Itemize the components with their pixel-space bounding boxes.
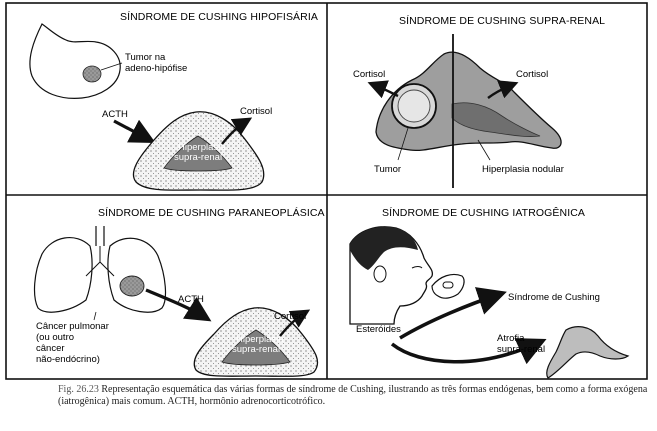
hair <box>350 226 418 270</box>
sindrome-label: Síndrome de Cushing <box>508 292 600 303</box>
gland-label-line1: Hiperplasia <box>178 142 226 153</box>
cancer-label-line3: câncer <box>36 343 65 354</box>
cortisol-label-2: Cortisol <box>274 311 306 322</box>
hiperplasia-label: Hiperplasia nodular <box>482 164 564 175</box>
caption-text: Representação esquemática das várias for… <box>58 384 648 407</box>
panel-title-iatrogenica: SÍNDROME DE CUSHING IATROGÊNICA <box>382 206 585 219</box>
trachea <box>95 226 105 246</box>
right-lung <box>107 237 167 313</box>
atrofia-label-line1: Atrofia <box>497 333 525 344</box>
caption-figure-number: Fig. 26.23 <box>58 384 99 395</box>
panel-hipofisaria: SÍNDROME DE CUSHING HIPOFISÁRIA Tumor na… <box>29 10 318 191</box>
cortisol-right-label: Cortisol <box>516 69 548 80</box>
atrophied-adrenal <box>546 326 630 379</box>
cortisol-label: Cortisol <box>240 106 272 117</box>
cancer-label-line2: (ou outro <box>36 332 74 343</box>
gland-label-2-line2: supra-renal <box>232 344 280 355</box>
pill <box>442 281 454 289</box>
lung-cancer <box>119 275 145 297</box>
panel-title-hipofisaria: SÍNDROME DE CUSHING HIPOFISÁRIA <box>120 10 318 23</box>
adrenal-cortex-inner <box>451 102 541 137</box>
panel-suprarenal: SÍNDROME DE CUSHING SUPRA-RENAL Cortisol… <box>353 14 605 188</box>
adrenal-medulla <box>163 135 233 172</box>
cortisol-arrow-left <box>367 80 399 99</box>
pituitary-tumor <box>82 65 102 83</box>
panel-paraneoplasica: SÍNDROME DE CUSHING PARANEOPLÁSICA Cânce… <box>33 206 325 377</box>
tumor-label-line2: adeno-hipófise <box>125 63 187 74</box>
acth-label-paraneoplasica: ACTH <box>178 294 204 305</box>
arrow-to-atrofia <box>390 338 547 365</box>
pituitary-gland <box>29 23 121 99</box>
acth-arrow <box>113 119 156 143</box>
acth-label: ACTH <box>102 109 128 120</box>
panel-iatrogenica: SÍNDROME DE CUSHING IATROGÊNICA Esteróid… <box>349 206 630 379</box>
tumor-label-line1: Tumor na <box>125 52 166 63</box>
cancer-label-line4: não-endócrino) <box>36 354 100 365</box>
tumor-label: Tumor <box>374 164 401 175</box>
adrenal-medulla-2 <box>221 329 291 366</box>
cancer-label-line1: Câncer pulmonar <box>36 321 109 332</box>
figure-caption: Fig. 26.23 Representação esquemática das… <box>58 384 650 408</box>
arrow-to-sindrome <box>399 287 507 340</box>
cortisol-left-label: Cortisol <box>353 69 385 80</box>
panel-title-paraneoplasica: SÍNDROME DE CUSHING PARANEOPLÁSICA <box>98 206 325 219</box>
left-lung <box>33 237 93 313</box>
cortisol-arrow-right <box>487 80 519 99</box>
gland-label-line2: supra-renal <box>174 152 222 163</box>
atrofia-label-line2: supra-renal <box>497 344 545 355</box>
cortisol-arrow-2 <box>279 309 311 337</box>
ear <box>373 265 387 283</box>
gland-label-2-line1: Hiperplasia <box>236 334 284 345</box>
acth-arrow-paraneoplasica <box>145 288 212 322</box>
cortisol-arrow <box>221 117 253 145</box>
panel-title-suprarenal: SÍNDROME DE CUSHING SUPRA-RENAL <box>399 14 605 27</box>
esteroides-label: Esteróides <box>356 324 401 335</box>
